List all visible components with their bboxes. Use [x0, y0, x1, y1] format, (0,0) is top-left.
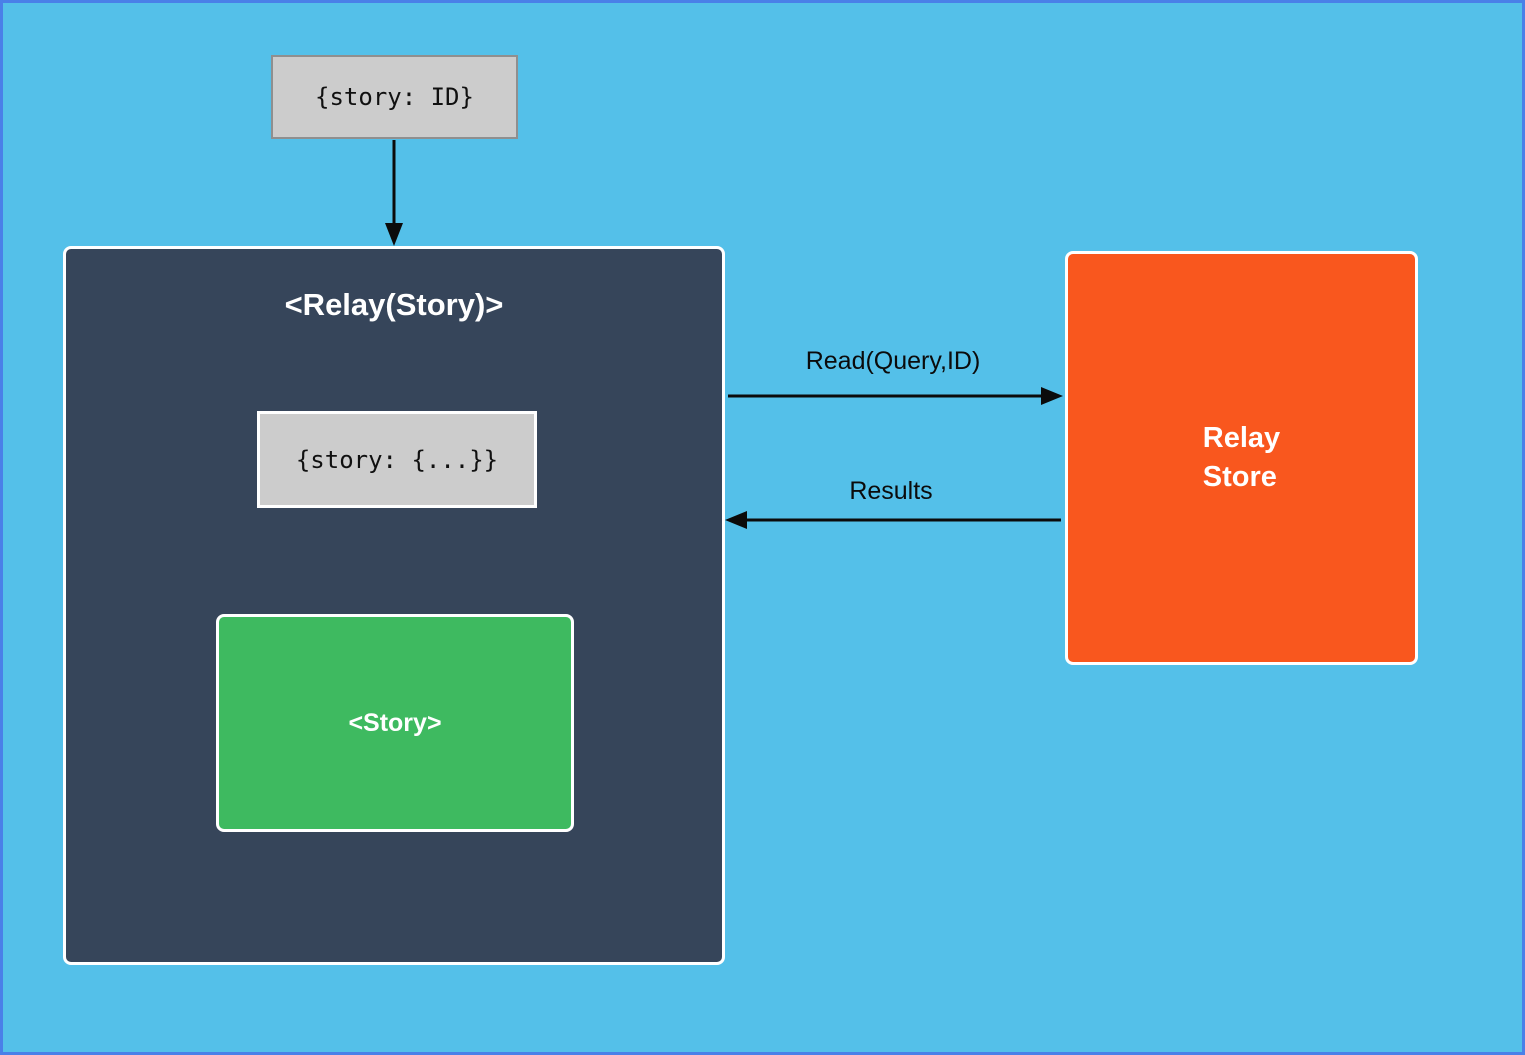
relay-store-label-line1: Relay [1202, 421, 1281, 454]
results-arrow-label: Results [849, 477, 933, 505]
arrow-results [725, 511, 1061, 529]
story-id-box: {story: ID} [271, 55, 518, 139]
story-props-box-label: {story: {...}} [295, 445, 499, 474]
read-arrow-label: Read(Query,ID) [805, 347, 981, 375]
relay-story-container: <Relay(Story)> {story: {...}} <Story> [63, 246, 725, 965]
arrow-read-query [728, 387, 1063, 405]
story-component-label: <Story> [348, 708, 442, 737]
arrow-story-id-to-relay [385, 140, 403, 246]
relay-container-title: <Relay(Story)> [284, 287, 504, 322]
story-component-box: <Story> [216, 614, 574, 832]
relay-store-label-line2: Store [1202, 461, 1277, 493]
story-props-box: {story: {...}} [257, 411, 537, 508]
story-id-box-label: {story: ID} [315, 83, 474, 111]
relay-store-label: Relay Store [1203, 419, 1280, 497]
relay-store-box: Relay Store [1065, 251, 1418, 665]
